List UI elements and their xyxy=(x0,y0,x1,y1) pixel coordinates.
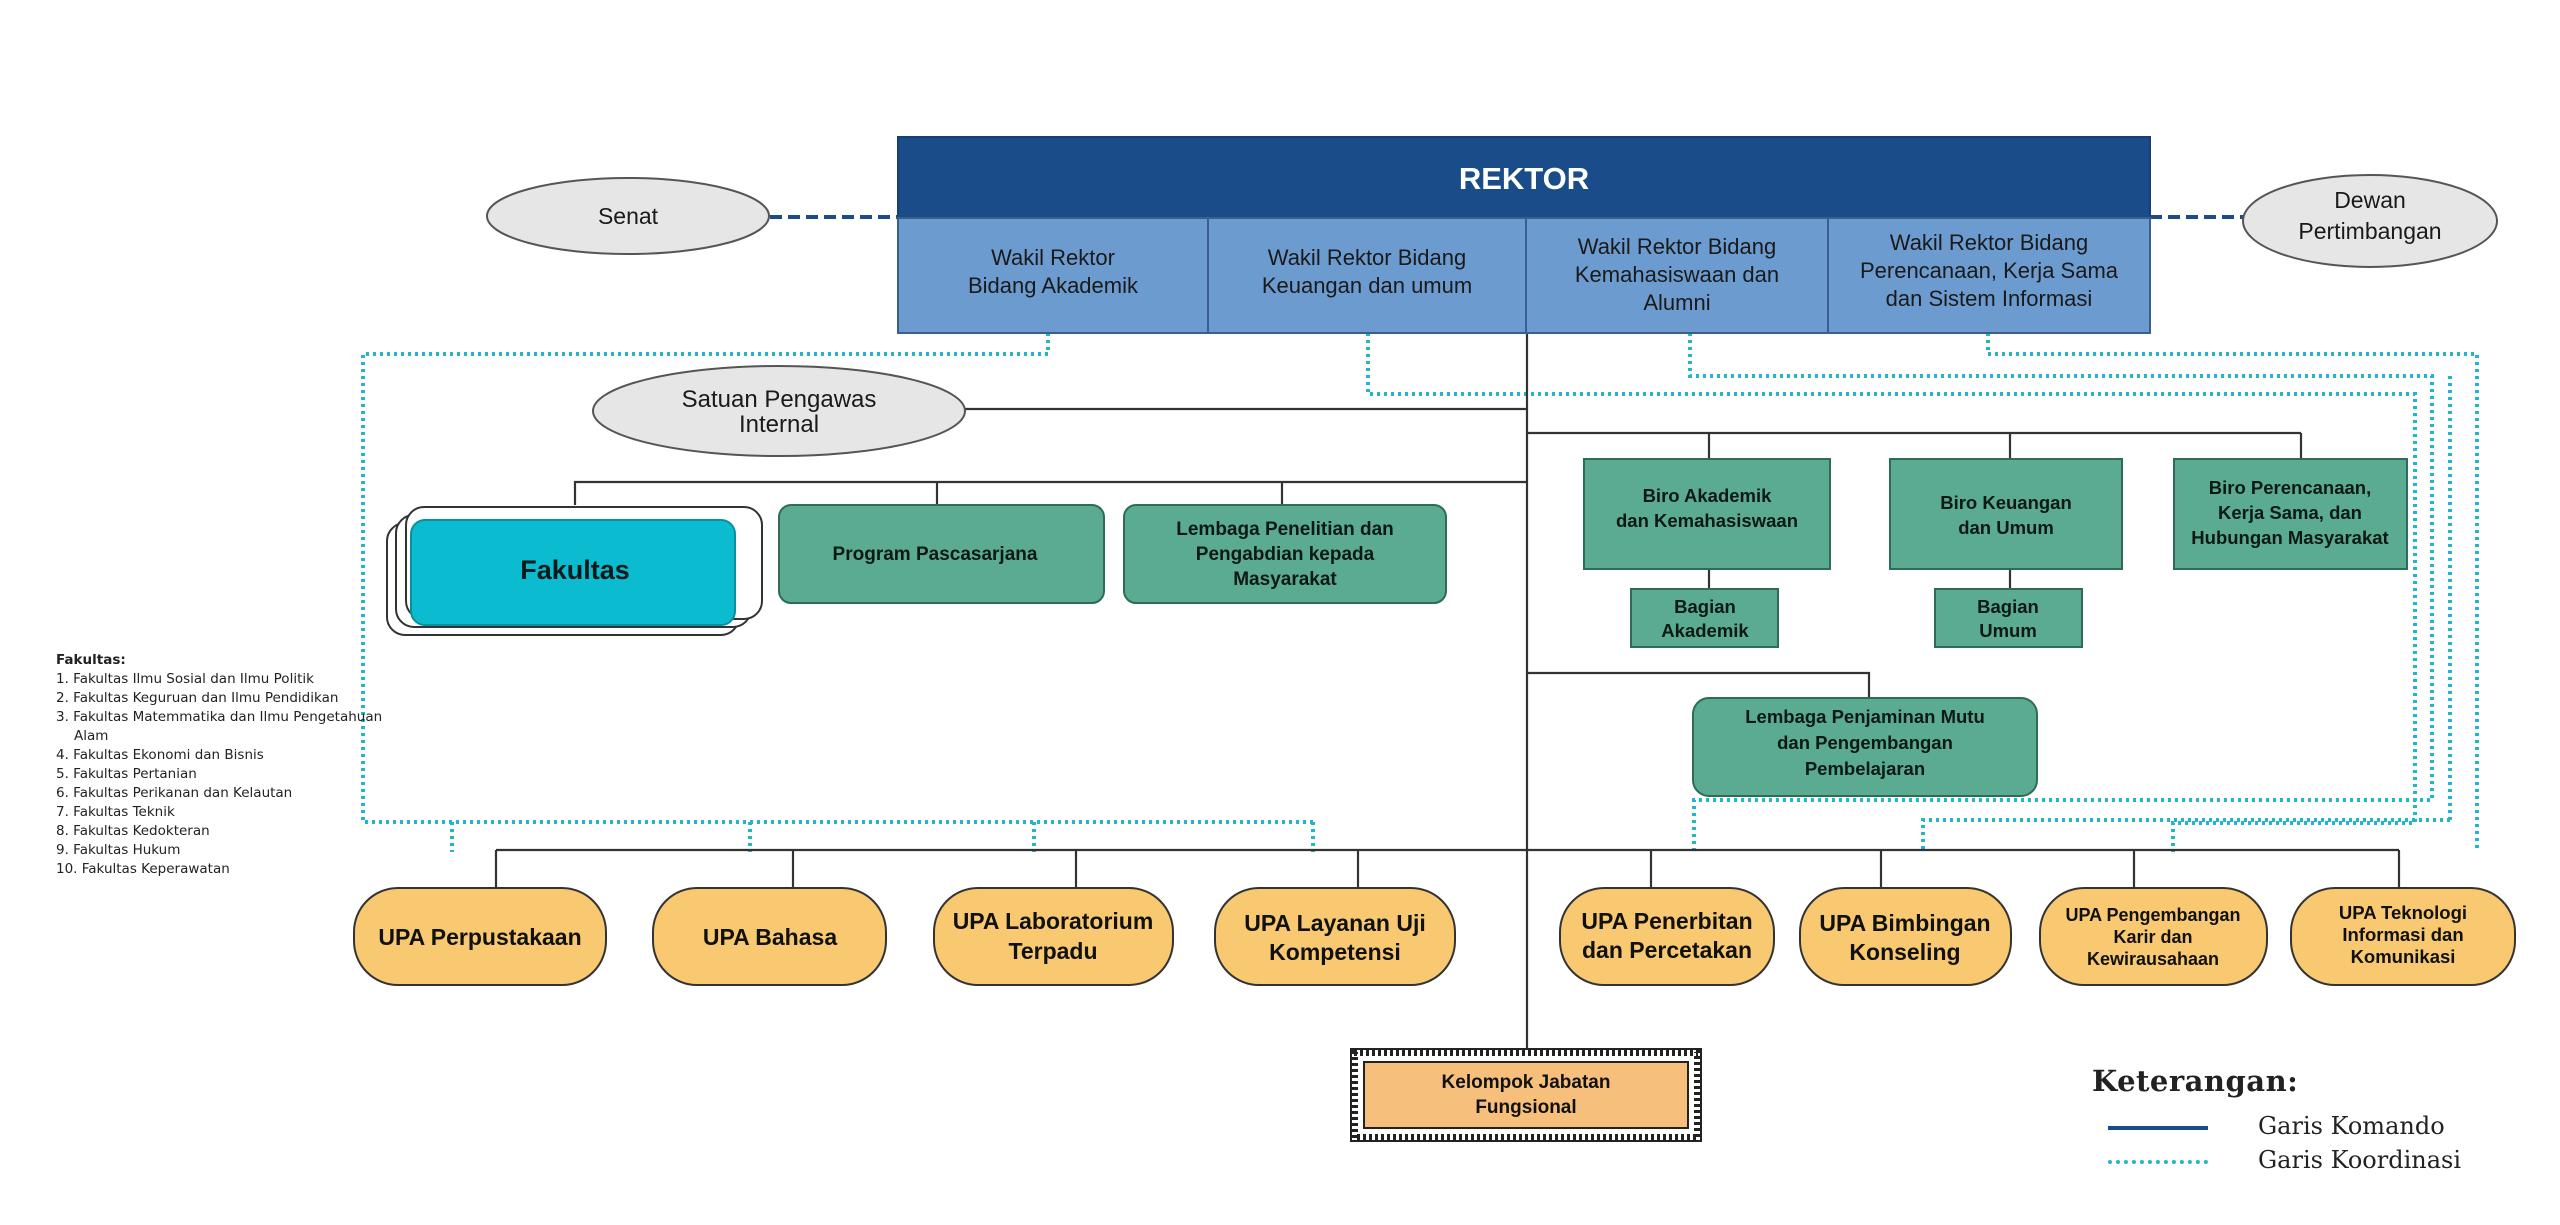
fakultas-box xyxy=(410,519,736,626)
fakultas-list: Fakultas: 1. Fakultas Ilmu Sosial dan Il… xyxy=(56,651,386,879)
fakultas-list-item: 5. Fakultas Pertanian xyxy=(56,766,197,782)
upa-pengembangan-karir-box xyxy=(2039,887,2268,986)
keterangan-legend: Keterangan: Garis Komando Garis Koordina… xyxy=(2092,1064,2461,1174)
upa-bahasa-box xyxy=(652,887,887,986)
rektor-label: REKTOR xyxy=(1459,161,1589,196)
koordinasi-label: Garis Koordinasi xyxy=(2258,1146,2462,1174)
fakultas-list-item: 3. Fakultas Matemmatika dan Ilmu Pengeta… xyxy=(56,709,383,744)
fakultas-stack: Fakultas xyxy=(386,506,763,636)
wakil-rektor-akademik-box xyxy=(897,217,1209,334)
fakultas-list-item: 7. Fakultas Teknik xyxy=(56,804,175,820)
lpmpp-box xyxy=(1692,697,2038,797)
pascasarjana-label: Program Pascasarjana xyxy=(833,544,1038,565)
dewan-pertimbangan-oval xyxy=(2242,174,2498,268)
upa-tik-box xyxy=(2290,887,2516,986)
fakultas-list-item: 6. Fakultas Perikanan dan Kelautan xyxy=(56,785,293,801)
upa-bahasa-label: UPA Bahasa xyxy=(703,924,837,950)
biro-keuangan-box xyxy=(1889,458,2123,570)
upa-laboratorium-box xyxy=(933,887,1174,986)
bagian-umum-box xyxy=(1934,588,2083,648)
biro-akademik-box xyxy=(1583,458,1831,570)
upa-penerbitan-box xyxy=(1559,887,1775,986)
fakultas-label: Fakultas xyxy=(520,555,630,585)
upa-perpustakaan-label: UPA Perpustakaan xyxy=(378,924,581,950)
command-lines xyxy=(494,333,2401,1050)
keterangan-title: Keterangan: xyxy=(2092,1064,2299,1098)
fakultas-list-item: 9. Fakultas Hukum xyxy=(56,842,181,858)
wakil-rektor-kemahasiswaan-box xyxy=(1525,217,1829,334)
bagian-akademik-box xyxy=(1630,588,1779,648)
coordination-lines xyxy=(361,333,2479,852)
biro-perencanaan-box xyxy=(2173,458,2408,570)
lppm-box xyxy=(1123,504,1447,604)
fakultas-list-item: 10. Fakultas Keperawatan xyxy=(56,861,230,877)
spi-oval xyxy=(592,365,966,457)
pascasarjana-box xyxy=(778,504,1105,604)
rektor-box xyxy=(897,136,2151,219)
upa-layanan-uji-box xyxy=(1214,887,1456,986)
senat-label: Senat xyxy=(598,203,659,229)
legend-row-koordinasi: Garis Koordinasi xyxy=(2108,1146,2508,1176)
kjf-box xyxy=(1363,1061,1689,1129)
upa-row: UPA Perpustakaan UPA Bahasa UPA Laborato… xyxy=(353,887,2516,986)
komando-line-swatch xyxy=(2108,1126,2208,1130)
fakultas-list-title: Fakultas: xyxy=(56,652,126,668)
upa-perpustakaan-box xyxy=(353,887,607,986)
fakultas-list-item: 8. Fakultas Kedokteran xyxy=(56,823,210,839)
senat-oval xyxy=(486,177,770,255)
koordinasi-line-swatch xyxy=(2108,1160,2208,1164)
fakultas-list-item: 1. Fakultas Ilmu Sosial dan Ilmu Politik xyxy=(56,671,314,687)
fakultas-list-item: 2. Fakultas Keguruan dan Ilmu Pendidikan xyxy=(56,690,339,706)
wakil-rektor-perencanaan-box xyxy=(1827,217,2151,334)
legend-row-komando: Garis Komando xyxy=(2108,1112,2508,1142)
komando-label: Garis Komando xyxy=(2258,1112,2445,1140)
upa-bimbingan-box xyxy=(1799,887,2012,986)
fakultas-list-item: 4. Fakultas Ekonomi dan Bisnis xyxy=(56,747,264,763)
